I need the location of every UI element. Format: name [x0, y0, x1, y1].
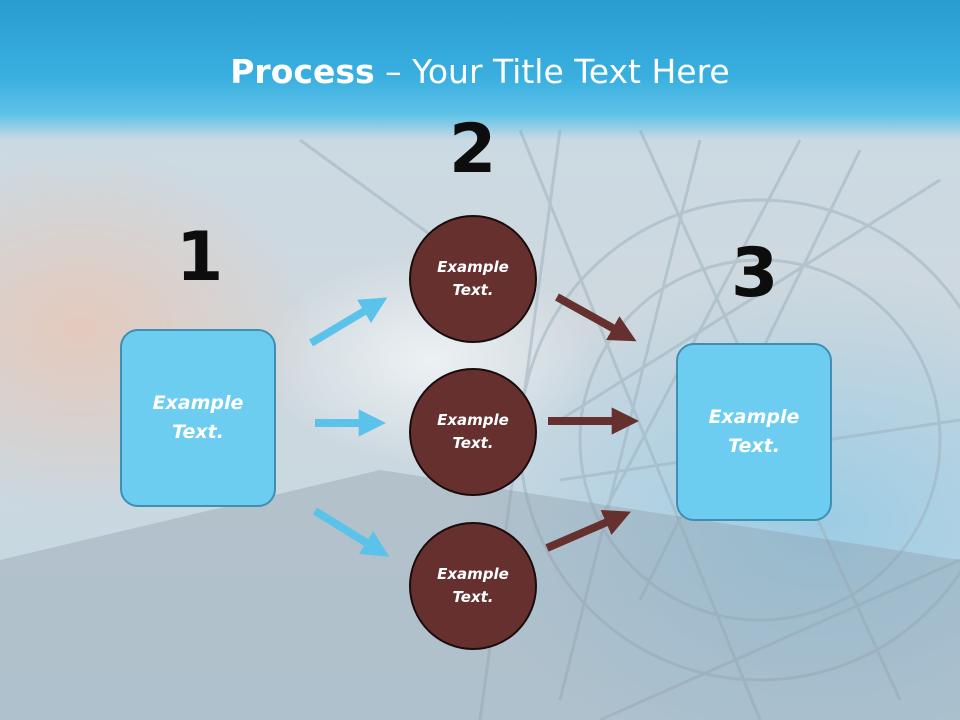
circle-2-line1: Example [437, 411, 509, 429]
step-number-1: 1 [176, 218, 224, 297]
process-circle-3: Example Text. [409, 522, 537, 650]
source-box-line2: Text. [172, 421, 224, 443]
circle-2-line2: Text. [452, 434, 494, 452]
source-box-text: Example Text. [153, 389, 244, 447]
slide-title: Process – Your Title Text Here [0, 52, 960, 91]
arrow-from-circle-3 [545, 509, 631, 552]
title-rest: – Your Title Text Here [374, 52, 730, 91]
target-box-line1: Example [708, 406, 800, 428]
process-circle-1: Example Text. [409, 215, 537, 343]
target-box: Example Text. [676, 343, 832, 521]
arrow-to-circle-1 [308, 297, 388, 347]
circle-3-text: Example Text. [423, 563, 523, 609]
circle-1-line2: Text. [452, 281, 494, 299]
title-bold: Process [230, 52, 375, 91]
circle-1-text: Example Text. [423, 256, 523, 302]
arrow-to-circle-3 [312, 507, 390, 557]
source-box: Example Text. [120, 329, 276, 507]
source-box-line1: Example [152, 392, 244, 414]
circle-3-line1: Example [437, 565, 509, 583]
target-box-text: Example Text. [709, 403, 800, 461]
circle-3-line2: Text. [452, 588, 494, 606]
arrow-from-circle-1 [555, 293, 637, 342]
circle-1-line1: Example [437, 258, 509, 276]
header-band [0, 0, 960, 140]
step-number-3: 3 [731, 234, 779, 313]
circle-2-text: Example Text. [423, 409, 523, 455]
target-box-line2: Text. [728, 435, 780, 457]
process-circle-2: Example Text. [409, 368, 537, 496]
step-number-2: 2 [449, 110, 497, 189]
